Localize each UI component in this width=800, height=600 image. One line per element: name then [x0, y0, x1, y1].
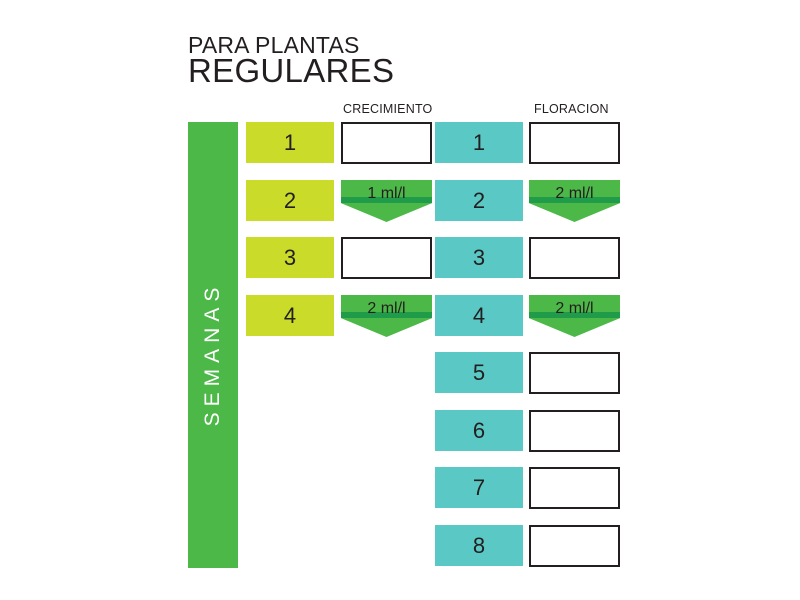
- growth-dose-arrow-2: 1 ml/l: [341, 180, 432, 222]
- flowering-empty-box-1: [529, 122, 620, 164]
- growth-week-1: 1: [246, 122, 334, 163]
- weeks-bar: [188, 122, 238, 568]
- growth-dose-arrow-4: 2 ml/l: [341, 295, 432, 337]
- flowering-week-6: 6: [435, 410, 523, 451]
- flowering-week-1: 1: [435, 122, 523, 163]
- growth-week-4: 4: [246, 295, 334, 336]
- flowering-week-4: 4: [435, 295, 523, 336]
- dose-band: [529, 312, 620, 318]
- column-header-growth: CRECIMIENTO: [343, 102, 433, 116]
- flowering-dose-arrow-2: 2 ml/l: [529, 180, 620, 222]
- dose-band: [341, 312, 432, 318]
- flowering-week-8: 8: [435, 525, 523, 566]
- flowering-week-3: 3: [435, 237, 523, 278]
- flowering-week-2: 2: [435, 180, 523, 221]
- title-line-1: PARA PLANTAS: [188, 32, 360, 58]
- growth-empty-box-3: [341, 237, 432, 279]
- page-title: REGULARES: [188, 52, 395, 89]
- flowering-empty-box-7: [529, 467, 620, 509]
- flowering-empty-box-3: [529, 237, 620, 279]
- dose-band: [341, 197, 432, 203]
- flowering-week-5: 5: [435, 352, 523, 393]
- weeks-label: SEMANAS: [201, 281, 224, 427]
- flowering-dose-arrow-4: 2 ml/l: [529, 295, 620, 337]
- column-header-flowering: FLORACION: [534, 102, 609, 116]
- flowering-empty-box-8: [529, 525, 620, 567]
- growth-dose-label-4: 2 ml/l: [367, 300, 406, 317]
- growth-week-3: 3: [246, 237, 334, 278]
- flowering-dose-label-4: 2 ml/l: [555, 300, 594, 317]
- growth-empty-box-1: [341, 122, 432, 164]
- flowering-empty-box-5: [529, 352, 620, 394]
- flowering-dose-label-2: 2 ml/l: [555, 185, 594, 202]
- flowering-week-7: 7: [435, 467, 523, 508]
- flowering-empty-box-6: [529, 410, 620, 452]
- growth-week-2: 2: [246, 180, 334, 221]
- dose-band: [529, 197, 620, 203]
- growth-dose-label-2: 1 ml/l: [367, 185, 406, 202]
